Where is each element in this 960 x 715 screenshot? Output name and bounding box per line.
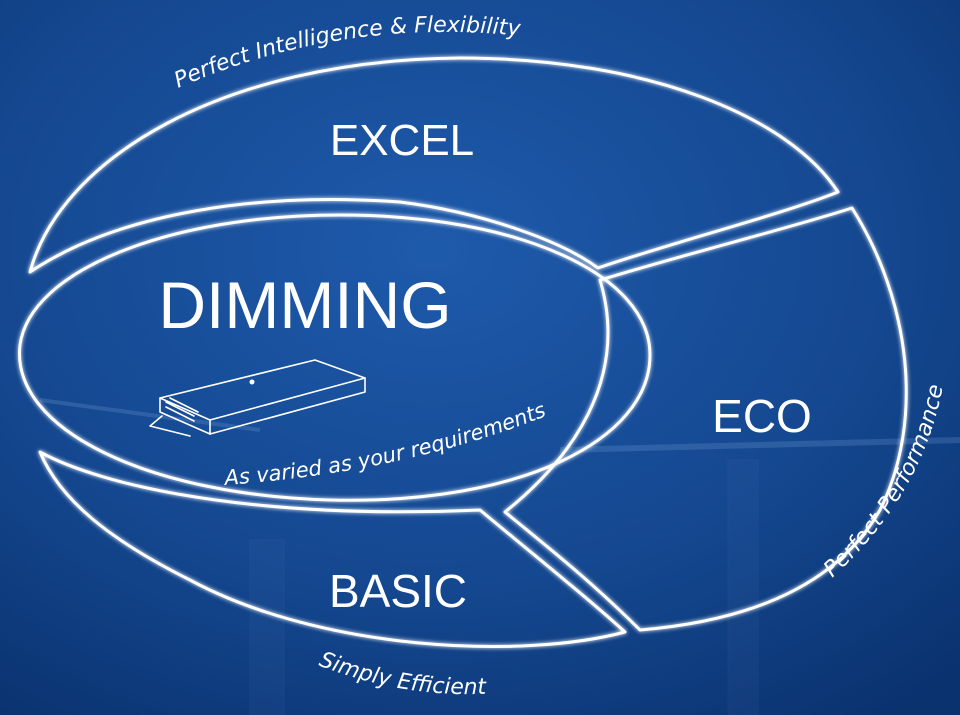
dimming-label: DIMMING — [158, 268, 451, 342]
basic-region[interactable] — [38, 450, 627, 648]
excel-label: EXCEL — [330, 116, 474, 165]
ballast-device-icon — [149, 359, 366, 437]
dimming-region[interactable] — [18, 213, 652, 502]
basic-label: BASIC — [329, 565, 467, 617]
eco-region[interactable] — [503, 206, 908, 632]
eco-label: ECO — [712, 390, 812, 442]
excel-region[interactable] — [28, 56, 840, 274]
background-structure — [39, 398, 960, 715]
